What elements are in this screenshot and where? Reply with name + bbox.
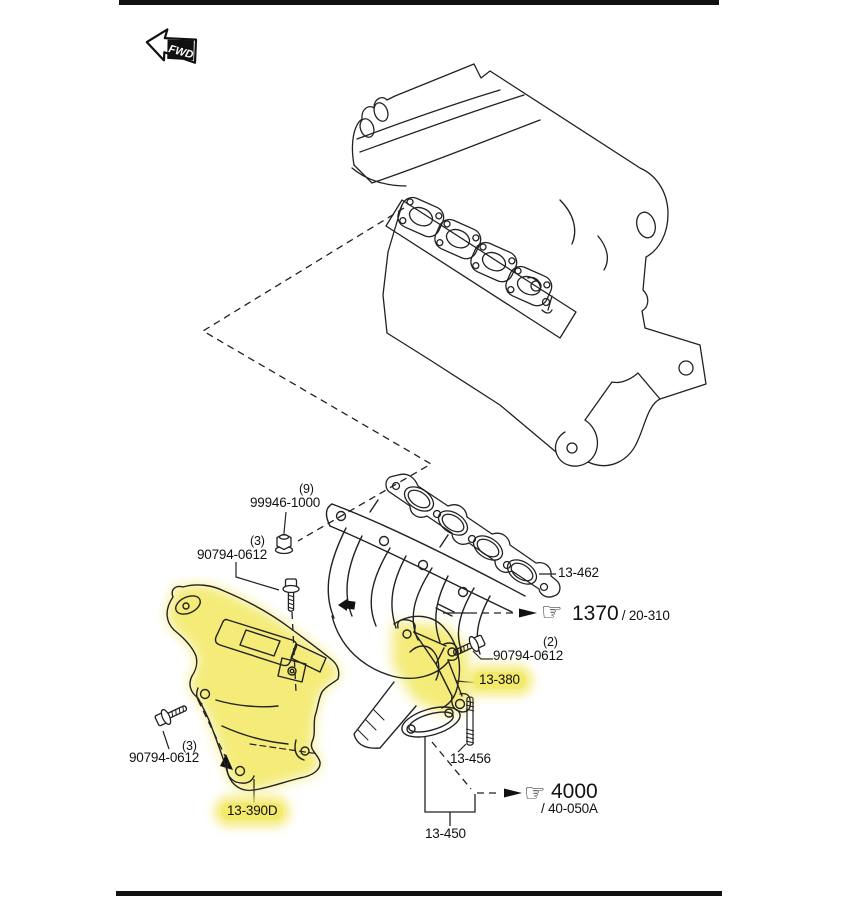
bolt-icon-left [152,699,191,730]
hand-pointer-icon: ☞ [524,780,546,807]
heat-shield [166,584,340,792]
bolt-right-qty: (2) [543,635,558,649]
bolt-top-part-number: 90794-0612 [197,547,268,562]
fwd-arrow-icon: FWD [145,28,198,64]
manifold-part-number: 13-450 [425,826,466,841]
front-pipe-ref-suffix: / 40-050A [541,801,598,816]
engine-assembly [351,63,707,467]
rear-pipe-reference: 1370 / 20-310 [572,602,670,625]
rear-pipe-ref-suffix: / 20-310 [621,608,670,623]
bolt-left-part-number: 90794-0612 [129,750,200,765]
page-border-lines [116,0,722,896]
nut-icon [274,533,294,555]
bolt-top-qty: (3) [250,534,265,548]
hand-pointer-icon: ☞ [541,599,563,626]
nut-qty: (9) [299,482,314,496]
rear-pipe-ref-main: 1370 [572,602,619,625]
front-pipe-ref-main: 4000 [551,780,598,803]
callout-leader-lines [162,511,556,804]
manifold-gasket [385,473,561,598]
bolt-left-qty: (3) [182,739,197,753]
nut-part-number: 99946-1000 [250,495,321,510]
stud-part-number: 13-456 [450,751,491,766]
manifold-group-bracket [424,737,476,826]
gasket-part-number: 13-462 [558,565,599,580]
bolt-icon-top [282,578,300,612]
bolt-right-part-number: 90794-0612 [493,648,564,663]
heat-shield-part-number: 13-390D [221,803,284,820]
leader-arrowheads [220,608,537,798]
exhaust-manifold [325,499,526,749]
stud-icon [465,696,475,746]
bracket-13-380 [393,615,472,713]
bracket-part-number: 13-380 [473,672,526,689]
